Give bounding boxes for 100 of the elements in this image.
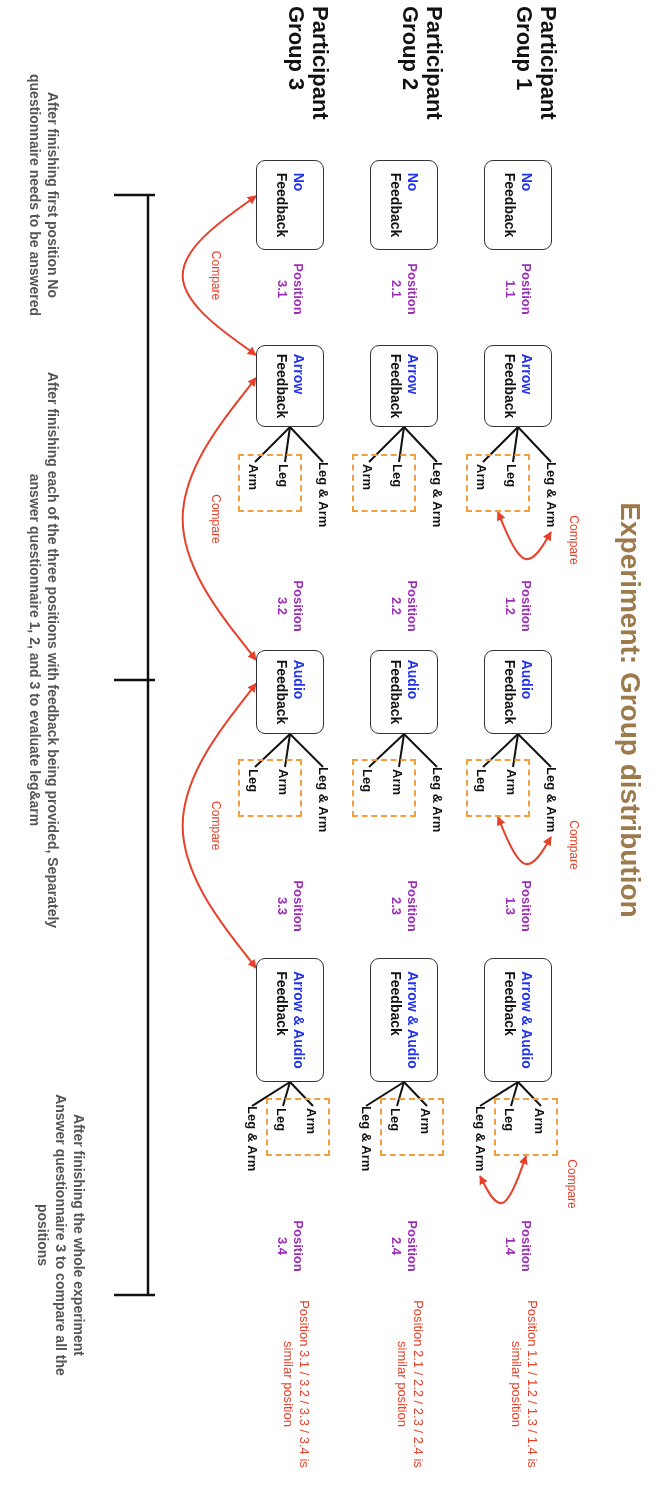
body-part-label: Leg & Arm (471, 1106, 489, 1176)
connector-line (517, 426, 552, 463)
body-part-label: Leg & Arm (314, 462, 332, 532)
feedback-label: Feedback (501, 172, 518, 238)
feedback-label: Feedback (273, 971, 290, 1036)
feedback-label: Feedback (387, 971, 404, 1036)
position-label: Position 1.2 (502, 579, 534, 634)
feedback-box (484, 650, 552, 734)
body-part-label: Arm (502, 769, 520, 801)
edge-label: Compare (565, 1157, 579, 1211)
connector-line (403, 1081, 428, 1107)
connector-line (482, 426, 519, 463)
arrow (181, 682, 257, 969)
body-part-label: Leg & Arm (357, 1106, 375, 1176)
connector-line (254, 733, 291, 768)
feedback-box (370, 650, 438, 734)
body-part-label: Leg (358, 769, 376, 799)
arrow (181, 195, 257, 356)
body-part-label: Leg & Arm (428, 462, 446, 532)
feedback-label: Feedback (273, 172, 290, 238)
feedback-box (370, 958, 438, 1082)
edge-label: Compare (567, 513, 581, 567)
connector-line (284, 426, 291, 463)
dashed-group-box (238, 759, 302, 817)
body-part-label: Leg (502, 464, 520, 494)
position-label: Position 2.2 (388, 579, 420, 634)
feedback-type-label: No (290, 172, 307, 192)
arrow (181, 376, 257, 661)
feedback-type-label: Arrow (518, 353, 535, 395)
connector-line (289, 426, 324, 463)
body-part-label: Leg & Arm (542, 767, 560, 837)
connector-line (365, 1081, 405, 1107)
position-label: Position 1.1 (502, 262, 534, 317)
body-part-label: Arm (302, 1108, 320, 1140)
feedback-box (370, 345, 438, 427)
feedback-type-label: Audio (518, 659, 535, 700)
feedback-label: Feedback (501, 659, 518, 725)
connector-line (479, 1081, 519, 1107)
feedback-box (256, 160, 324, 250)
similarity-note: Position 3.1 / 3.2 / 3.3 / 3.4 is similar position (280, 1299, 312, 1470)
body-part-label: Leg (500, 1108, 518, 1138)
connector-line (254, 426, 291, 463)
body-part-label: Leg (386, 1108, 404, 1138)
position-label: Position 3.1 (274, 262, 306, 317)
edge-label: Compare (209, 492, 223, 546)
questionnaire-note: After finishing the whole experiment Answer questionnaire 3 to compare all the positions (34, 1093, 88, 1378)
edge-label: Compare (567, 818, 581, 872)
connector-line (396, 1081, 405, 1107)
group-heading: Participant Group 1 (512, 6, 560, 122)
position-label: Position 1.3 (502, 879, 534, 934)
questionnaire-note: After finishing first position No questionnaire needs to be answered (26, 73, 62, 318)
connector-line (251, 1081, 291, 1107)
position-label: Position 1.4 (502, 1219, 534, 1274)
dashed-group-box (266, 1098, 330, 1156)
connector-line (510, 1081, 519, 1107)
dashed-group-box (466, 454, 530, 512)
connector-line (289, 1081, 314, 1107)
connector-line (282, 1081, 291, 1107)
connector-line (512, 426, 519, 463)
feedback-type-label: Arrow & Audio (404, 971, 421, 1069)
arrow (479, 1155, 528, 1205)
body-part-label: Leg (272, 1108, 290, 1138)
connector-line (482, 733, 519, 768)
position-label: Position 3.3 (274, 879, 306, 934)
body-part-label: Arm (472, 464, 490, 496)
dashed-group-box (494, 1098, 558, 1156)
position-label: Position 2.1 (388, 262, 420, 317)
connector-line (517, 1081, 542, 1107)
group-heading: Participant Group 2 (398, 6, 446, 122)
body-part-label: Arm (388, 769, 406, 801)
group-heading: Participant Group 3 (284, 6, 332, 122)
questionnaire-note: After finishing each of the three positions with feedback being provided, Separately answer questionnaire 1, 2, and 3 to evaluate leg&arm (26, 370, 62, 931)
edge-label: Compare (209, 799, 223, 853)
feedback-box (484, 160, 552, 250)
feedback-box (256, 650, 324, 734)
feedback-type-label: Arrow & Audio (518, 971, 535, 1069)
body-part-label: Arm (416, 1108, 434, 1140)
feedback-label: Feedback (387, 353, 404, 419)
connector-line (398, 426, 405, 463)
connector-line (403, 733, 438, 768)
body-part-label: Leg (472, 769, 490, 799)
dashed-group-box (238, 454, 302, 512)
feedback-label: Feedback (501, 971, 518, 1036)
feedback-box (370, 160, 438, 250)
arrow (496, 816, 552, 866)
connector-line (517, 733, 552, 768)
dashed-group-box (352, 454, 416, 512)
similarity-note: Position 2.1 / 2.2 / 2.3 / 2.4 is similar position (394, 1299, 426, 1470)
body-part-label: Arm (244, 464, 262, 496)
feedback-box (484, 958, 552, 1082)
similarity-note: Position 1.1 / 1.2 / 1.3 / 1.4 is similar position (508, 1299, 540, 1470)
dashed-group-box (466, 759, 530, 817)
dashed-group-box (352, 759, 416, 817)
feedback-type-label: Audio (290, 659, 307, 700)
position-label: Position 3.4 (274, 1219, 306, 1274)
feedback-type-label: No (518, 172, 535, 192)
connector-line (368, 426, 405, 463)
connector-line (289, 733, 324, 768)
position-label: Position 2.3 (388, 879, 420, 934)
feedback-label: Feedback (387, 659, 404, 725)
